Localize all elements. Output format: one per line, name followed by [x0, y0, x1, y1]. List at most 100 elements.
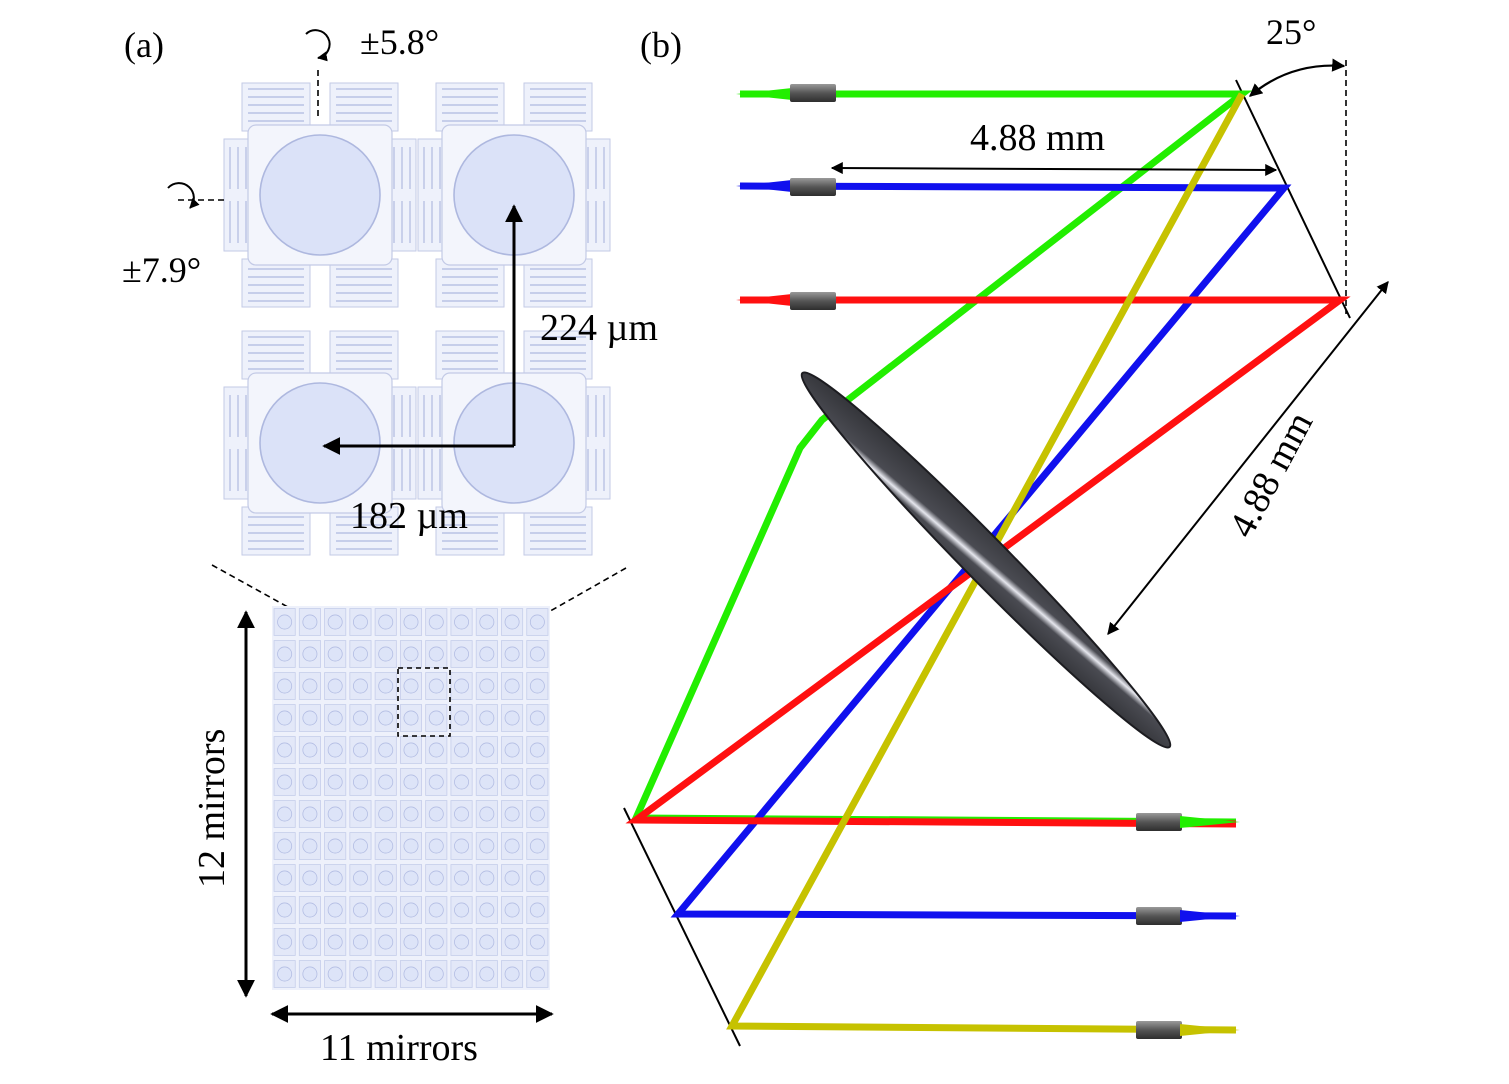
angle-arc — [1248, 58, 1346, 97]
beam-tip-in — [736, 294, 792, 306]
array-mirror — [403, 806, 419, 822]
fiber-ferrule — [1136, 907, 1182, 925]
array-mirror — [479, 966, 495, 982]
array-mirror — [454, 902, 470, 918]
array-mirror — [504, 966, 520, 982]
pitch-x-label: 182 µm — [350, 495, 468, 537]
array-mirror — [352, 966, 368, 982]
pitch-y-label: 224 µm — [540, 307, 658, 349]
diag-gap-arrow — [1107, 281, 1389, 635]
array-background — [272, 606, 550, 990]
array-mirror — [302, 710, 318, 726]
array-mirror — [277, 838, 293, 854]
array-mirror — [504, 646, 520, 662]
array-mirror — [327, 646, 343, 662]
array-mirror — [529, 902, 545, 918]
array-mirror — [327, 774, 343, 790]
array-mirror — [403, 966, 419, 982]
fiber-ferrule — [790, 84, 836, 102]
array-mirror — [504, 806, 520, 822]
array-mirror — [327, 838, 343, 854]
array-mirror — [454, 870, 470, 886]
array-mirror — [277, 806, 293, 822]
array-mirror — [479, 902, 495, 918]
cols-label: 11 mirrors — [320, 1027, 478, 1069]
fiber-ferrule — [1136, 813, 1182, 831]
tilt-y-label: ±5.8° — [360, 22, 439, 62]
array-mirror — [428, 838, 444, 854]
array-mirror — [428, 806, 444, 822]
rotation-axis-x-icon — [167, 182, 226, 209]
array-mirror — [277, 710, 293, 726]
array-mirror — [327, 806, 343, 822]
array-mirror — [378, 646, 394, 662]
array-mirror — [454, 934, 470, 950]
array-mirror — [479, 774, 495, 790]
zoom-line-left — [211, 564, 399, 669]
array-mirror — [504, 614, 520, 630]
array-mirror — [529, 838, 545, 854]
array-mirror — [479, 614, 495, 630]
array-mirror — [529, 774, 545, 790]
array-mirror — [302, 774, 318, 790]
array-mirror — [428, 710, 444, 726]
array-mirror — [277, 934, 293, 950]
array-mirror — [378, 678, 394, 694]
array-mirror — [428, 902, 444, 918]
top-gap-label: 4.88 mm — [970, 117, 1105, 159]
array-mirror — [479, 678, 495, 694]
array-mirror — [352, 710, 368, 726]
array-mirror — [428, 742, 444, 758]
array-mirror — [504, 774, 520, 790]
array-mirror — [277, 646, 293, 662]
array-mirror — [428, 870, 444, 886]
zoom-box — [397, 667, 451, 737]
array-mirror — [327, 742, 343, 758]
array-mirror — [302, 902, 318, 918]
array-mirror — [428, 614, 444, 630]
array-mirror — [378, 902, 394, 918]
array-mirror — [504, 902, 520, 918]
array-mirror — [529, 934, 545, 950]
array-mirror — [277, 870, 293, 886]
array-mirror — [302, 966, 318, 982]
array-mirror — [504, 678, 520, 694]
array-mirror — [428, 774, 444, 790]
array-mirror — [378, 806, 394, 822]
array-mirror — [504, 934, 520, 950]
array-mirror — [302, 646, 318, 662]
array-mirror — [529, 678, 545, 694]
array-mirror — [277, 742, 293, 758]
array-mirror — [454, 742, 470, 758]
array-mirror — [327, 678, 343, 694]
upper-mirror-array-edge — [1235, 79, 1351, 319]
fiber-ferrule — [790, 292, 836, 310]
array-mirror — [454, 806, 470, 822]
array-mirror — [403, 710, 419, 726]
array-mirror — [504, 870, 520, 886]
array-mirror — [378, 934, 394, 950]
array-mirror — [277, 774, 293, 790]
array-mirror — [327, 870, 343, 886]
array-mirror — [352, 806, 368, 822]
array-mirror — [378, 774, 394, 790]
array-mirror — [428, 966, 444, 982]
top-gap-arrow — [830, 162, 1278, 176]
array-mirror — [529, 966, 545, 982]
array-mirror — [302, 678, 318, 694]
array-mirror — [479, 742, 495, 758]
beam-yellow — [726, 92, 1246, 1034]
array-mirror — [352, 742, 368, 758]
array-mirror — [352, 614, 368, 630]
array-mirror — [479, 646, 495, 662]
array-mirror — [378, 710, 394, 726]
array-mirror — [378, 838, 394, 854]
array-mirror — [378, 966, 394, 982]
array-mirror — [428, 646, 444, 662]
panel-b-label: (b) — [640, 25, 682, 65]
array-mirror — [327, 902, 343, 918]
array-mirror — [352, 934, 368, 950]
array-mirror — [454, 678, 470, 694]
array-mirror — [327, 934, 343, 950]
array-mirror — [479, 710, 495, 726]
